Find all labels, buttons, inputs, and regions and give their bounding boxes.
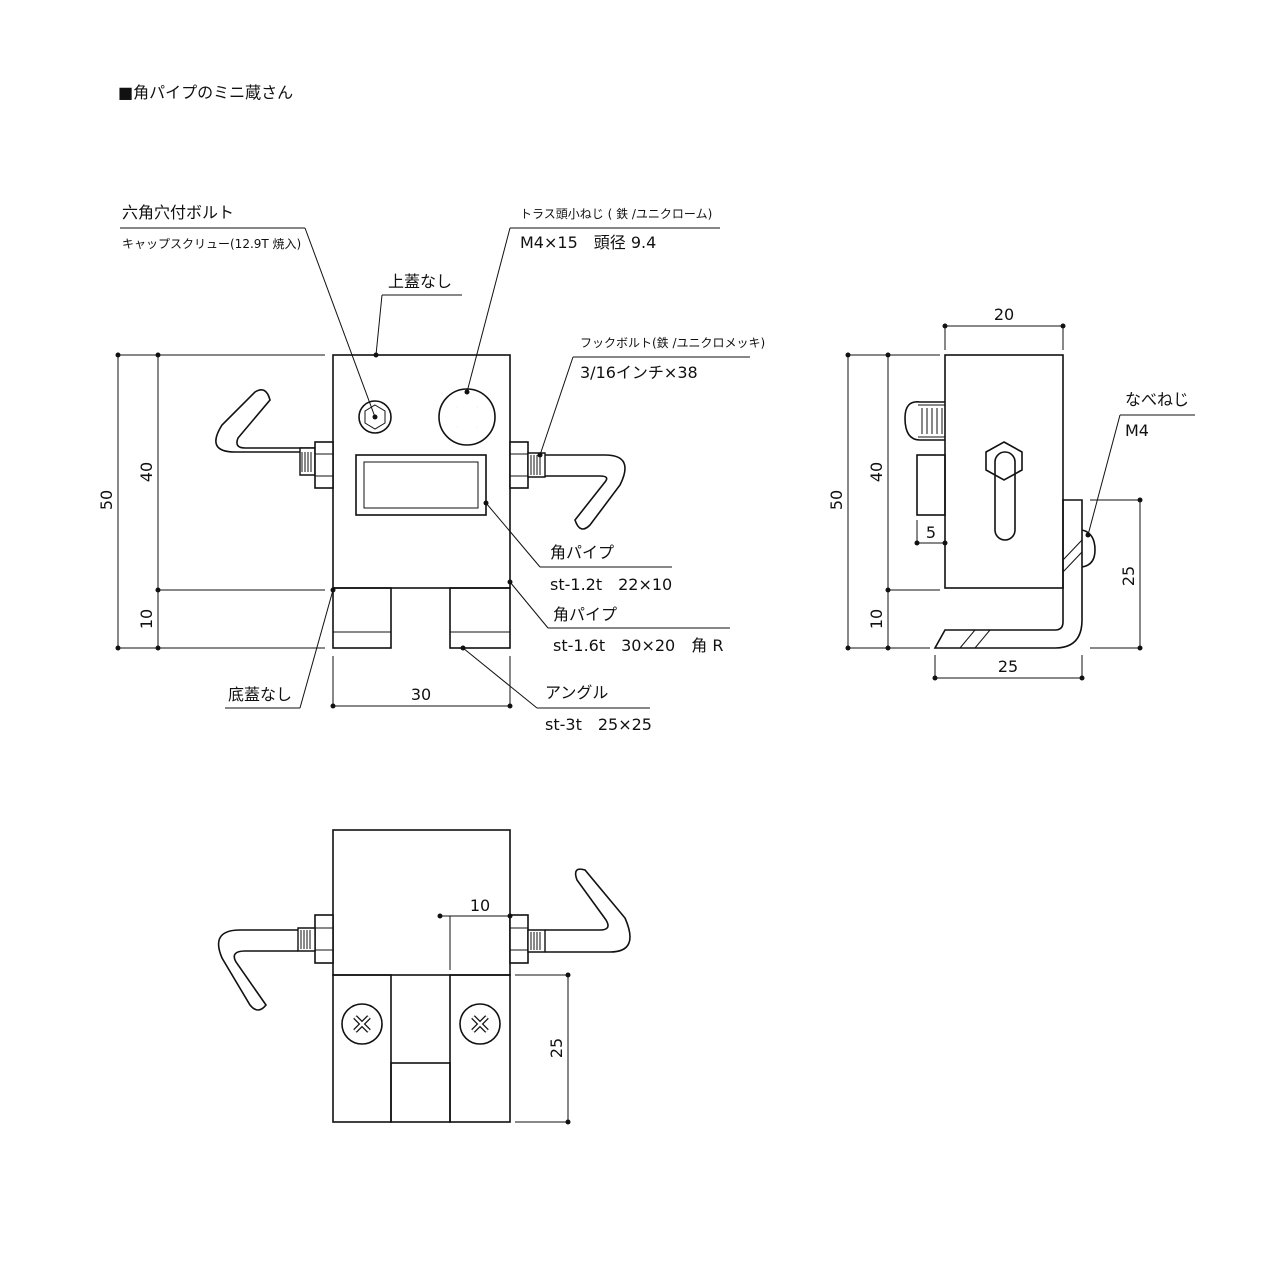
dim-side-40: 40 xyxy=(867,462,886,482)
side-dimensions: 20 50 40 10 5 25 25 xyxy=(827,305,1143,681)
dim-side-10: 10 xyxy=(867,609,886,629)
rear-leg-left xyxy=(332,974,392,1123)
side-angle xyxy=(933,499,1083,649)
pan-screw-label: なべねじ xyxy=(1125,390,1189,409)
side-view: なべねじ M4 20 50 40 10 5 xyxy=(827,305,1195,681)
large-pipe-label: 角パイプ xyxy=(553,605,617,624)
rear-screw-right xyxy=(459,1003,501,1045)
top-cap-label: 上蓋なし xyxy=(388,272,452,291)
rear-dimensions: 10 25 xyxy=(437,896,571,1125)
side-body xyxy=(944,354,1064,589)
front-view: 六角穴付ボルト キャップスクリュー(12.9T 焼入) トラス頭小ねじ ( 鉄 … xyxy=(97,203,765,734)
hex-bolt-spec: キャップスクリュー(12.9T 焼入) xyxy=(122,237,301,251)
leg-left xyxy=(332,587,392,649)
bottom-cap-label: 底蓋なし xyxy=(228,685,292,704)
mouth-pipe-outer xyxy=(355,454,487,516)
hex-bolt-head xyxy=(358,400,392,434)
leg-right xyxy=(449,587,511,649)
front-annotations: 六角穴付ボルト キャップスクリュー(12.9T 焼入) トラス頭小ねじ ( 鉄 … xyxy=(120,203,765,734)
truss-screw-spec: M4×15 頭径 9.4 xyxy=(520,233,656,252)
hook-bolt-spec: 3/16インチ×38 xyxy=(580,363,698,382)
nut-left xyxy=(314,441,334,489)
hex-socket-icon xyxy=(364,404,386,430)
dim-side-5: 5 xyxy=(926,523,936,542)
mouth-pipe-inner xyxy=(363,461,479,509)
dim-rear-10: 10 xyxy=(470,896,490,915)
pan-screw-spec: M4 xyxy=(1125,421,1149,440)
large-pipe-spec: st-1.6t 30×20 角 R xyxy=(553,636,723,655)
rear-bridge xyxy=(390,1062,451,1123)
hook-bolt-right xyxy=(509,441,626,530)
small-pipe-spec: st-1.2t 22×10 xyxy=(550,575,672,594)
sheet-title: ■角パイプのミニ蔵さん xyxy=(118,83,293,102)
body-pipe xyxy=(332,354,511,589)
dim-front-10: 10 xyxy=(137,609,156,629)
front-dimensions: 50 40 10 30 xyxy=(97,352,513,709)
rear-body xyxy=(332,829,511,976)
bottom-view: 10 25 xyxy=(217,829,631,1125)
dim-front-50: 50 xyxy=(97,490,116,510)
cross-recess-icon xyxy=(456,406,478,428)
hook-bolt-left xyxy=(215,389,334,489)
nut-right xyxy=(509,441,529,489)
truss-screw-label: トラス頭小ねじ ( 鉄 /ユニクローム) xyxy=(520,206,712,221)
dim-side-20: 20 xyxy=(994,305,1014,324)
dim-rear-25: 25 xyxy=(547,1038,566,1058)
truss-screw-head xyxy=(438,388,496,446)
side-nut xyxy=(985,441,1023,481)
dim-side-50: 50 xyxy=(827,490,846,510)
rear-hook-left xyxy=(217,914,334,1011)
rear-screw-left xyxy=(341,1003,383,1045)
hex-bolt-label: 六角穴付ボルト xyxy=(122,203,234,222)
dim-side-25-vertical: 25 xyxy=(1119,566,1138,586)
dim-side-25-horizontal: 25 xyxy=(998,657,1018,676)
small-pipe-label: 角パイプ xyxy=(550,543,614,562)
rear-hook-right xyxy=(509,868,631,964)
hook-bolt-label: フックボルト(鉄 /ユニクロメッキ) xyxy=(580,335,765,350)
angle-label: アングル xyxy=(545,683,608,702)
rear-leg-right xyxy=(449,974,511,1123)
side-small-pipe xyxy=(916,454,946,516)
dim-front-30: 30 xyxy=(411,685,431,704)
dim-front-40: 40 xyxy=(137,462,156,482)
side-truss-head xyxy=(904,401,945,441)
side-hook-shaft xyxy=(994,451,1016,541)
angle-spec: st-3t 25×25 xyxy=(545,715,652,734)
